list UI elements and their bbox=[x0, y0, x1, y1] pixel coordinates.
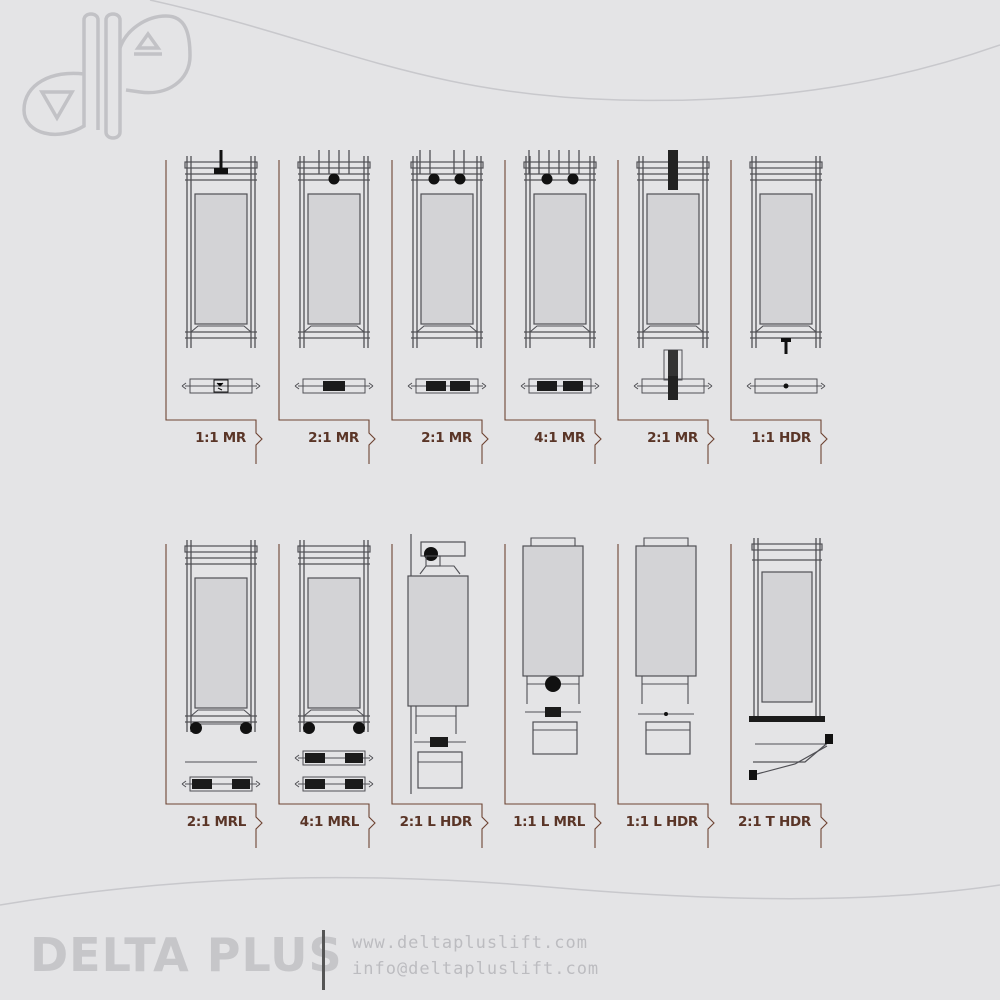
diagram-label: 2:1 T HDR bbox=[738, 814, 811, 830]
lift-schematic bbox=[391, 150, 489, 464]
diagram-label: 1:1 MR bbox=[195, 430, 246, 446]
lift-schematic bbox=[730, 538, 833, 848]
diagram-label: 2:1 MR bbox=[421, 430, 472, 446]
diagram-label: 4:1 MRL bbox=[299, 814, 360, 830]
brand-wordmark: DELTA PLUS bbox=[30, 928, 343, 982]
diagram-label: 2:1 MRL bbox=[186, 814, 247, 830]
lift-diagram-8: 4:1 MRL bbox=[271, 534, 383, 856]
diagram-label: 2:1 MR bbox=[647, 430, 698, 446]
lift-schematic bbox=[165, 540, 263, 848]
lift-diagram-1: 1:1 MR bbox=[158, 150, 270, 472]
lift-schematic bbox=[730, 156, 828, 464]
diagram-label: 2:1 L HDR bbox=[399, 814, 473, 830]
lift-schematic bbox=[278, 540, 376, 848]
lift-diagram-10: 1:1 L MRL bbox=[497, 534, 609, 856]
lift-diagram-9: 2:1 L HDR bbox=[384, 534, 496, 856]
lift-schematic bbox=[617, 150, 715, 464]
footer-contact: www.deltapluslift.com info@deltapluslift… bbox=[352, 930, 599, 982]
lift-diagram-7: 2:1 MRL bbox=[158, 534, 270, 856]
lift-schematic bbox=[391, 534, 489, 848]
lift-diagram-2: 2:1 MR bbox=[271, 150, 383, 472]
lift-diagram-12: 2:1 T HDR bbox=[723, 534, 835, 856]
lift-schematic bbox=[504, 150, 602, 464]
lift-diagram-4: 4:1 MR bbox=[497, 150, 609, 472]
lift-diagram-6: 1:1 HDR bbox=[723, 150, 835, 472]
lift-schematic bbox=[617, 537, 715, 848]
lift-diagram-3: 2:1 MR bbox=[384, 150, 496, 472]
diagram-label: 1:1 L HDR bbox=[625, 814, 699, 830]
diagram-label: 1:1 HDR bbox=[751, 430, 811, 446]
footer-divider bbox=[322, 930, 325, 990]
lift-diagram-5: 2:1 MR bbox=[610, 150, 722, 472]
lift-schematic bbox=[504, 537, 602, 848]
diagram-label: 4:1 MR bbox=[534, 430, 585, 446]
lift-schematic bbox=[278, 150, 376, 464]
lift-schematic bbox=[165, 150, 263, 464]
email-link[interactable]: info@deltapluslift.com bbox=[352, 959, 600, 979]
diagram-label: 2:1 MR bbox=[308, 430, 359, 446]
diagram-label: 1:1 L MRL bbox=[513, 814, 585, 830]
website-link[interactable]: www.deltapluslift.com bbox=[352, 933, 588, 953]
dp-logo-icon bbox=[18, 8, 193, 143]
lift-diagram-11: 1:1 L HDR bbox=[610, 534, 722, 856]
